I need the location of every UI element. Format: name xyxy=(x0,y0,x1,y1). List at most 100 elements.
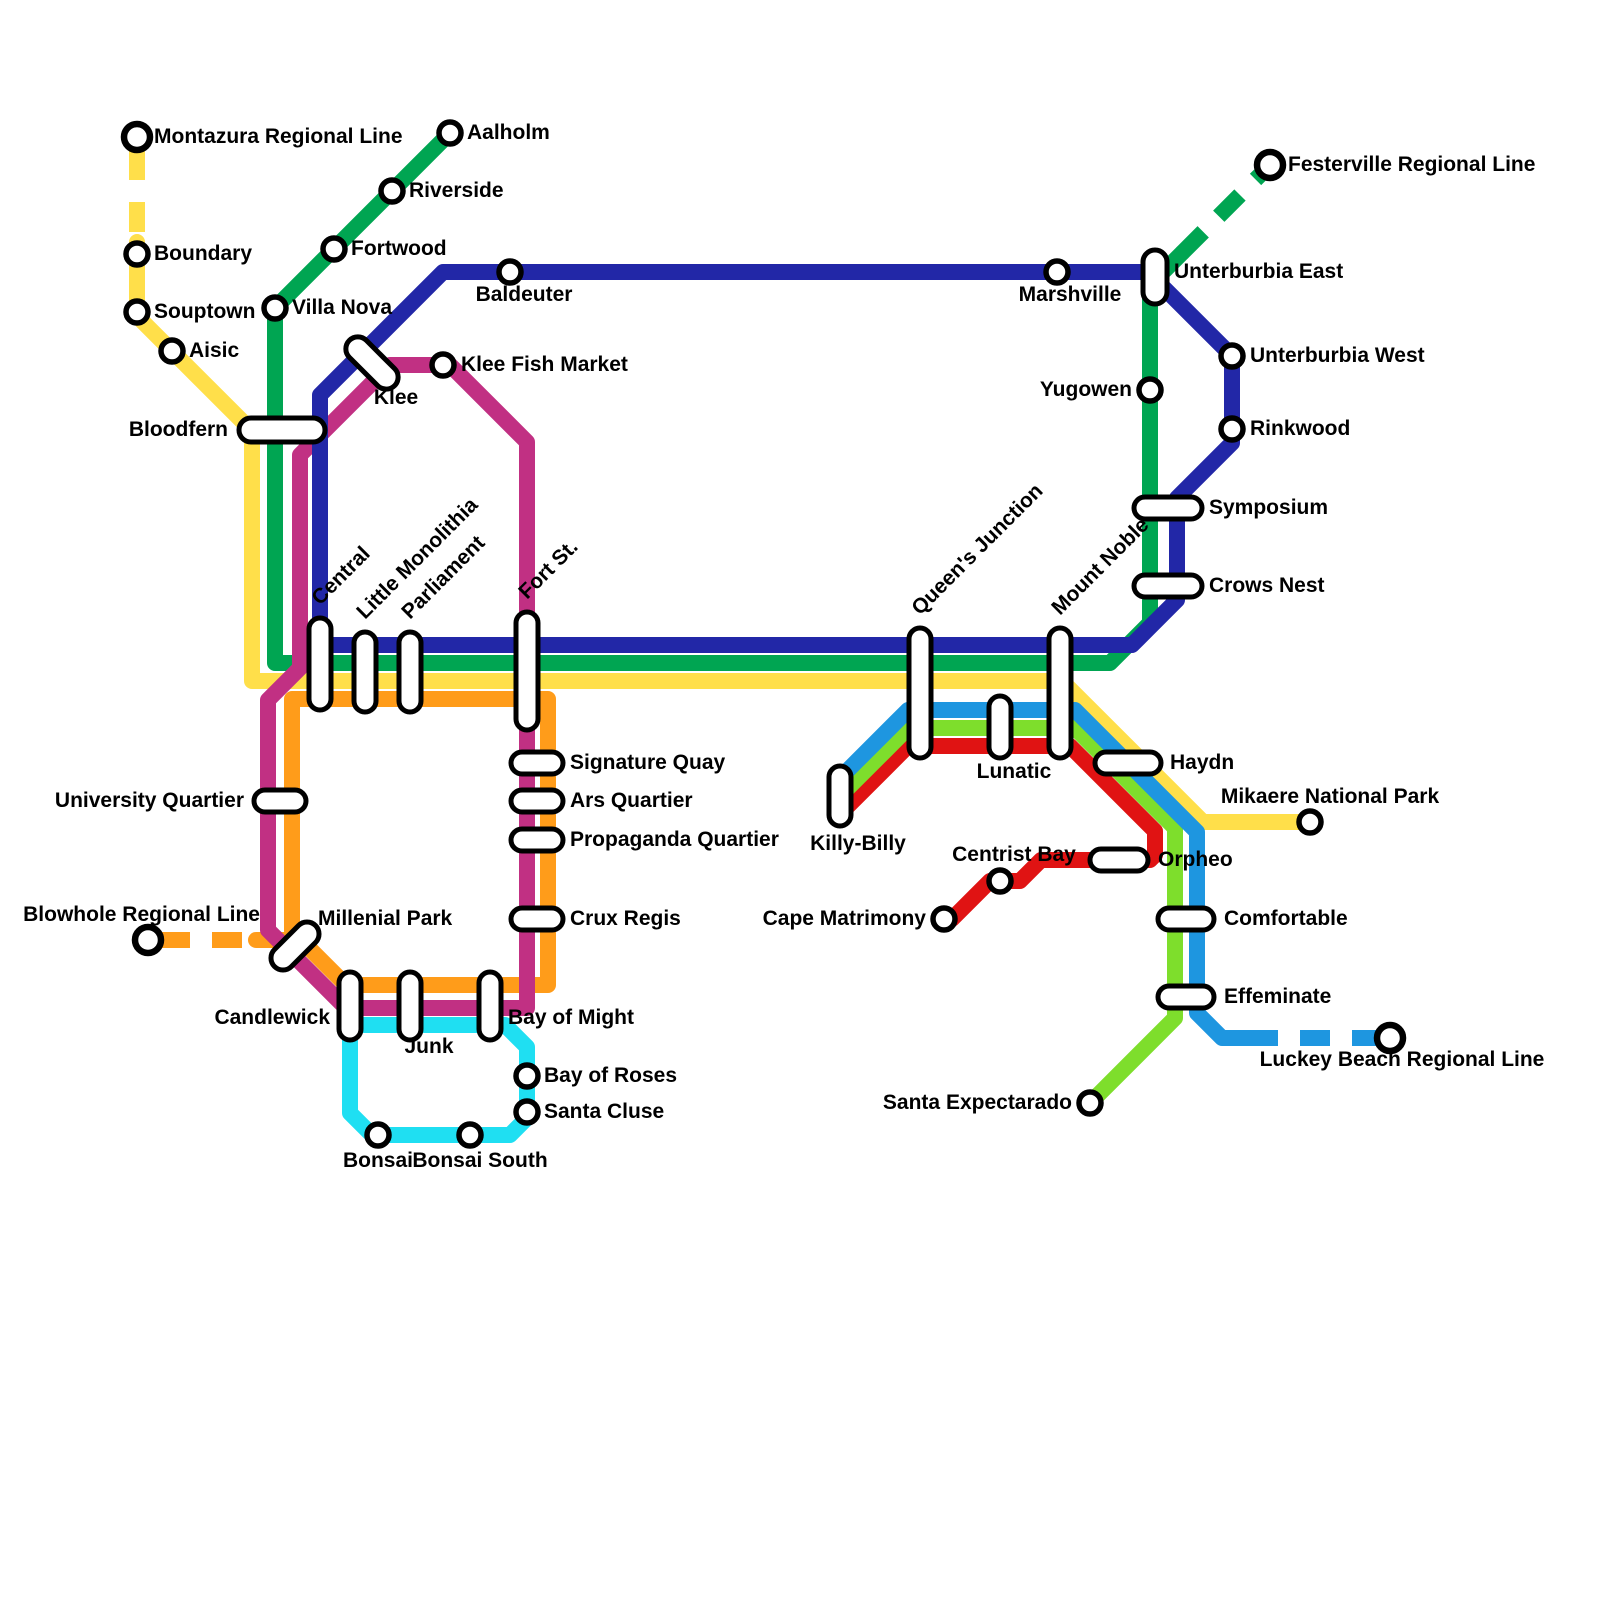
station-comfortable-marker[interactable] xyxy=(1155,905,1217,933)
station-propaganda-quartier-marker[interactable] xyxy=(508,826,566,854)
station-bloodfern-label: Bloodfern xyxy=(129,418,228,441)
station-lunatic-marker[interactable] xyxy=(986,693,1014,761)
station-bay-of-roses-marker[interactable] xyxy=(513,1062,541,1090)
station-bonsai-south-marker[interactable] xyxy=(456,1121,484,1149)
station-luckey-beach-regional-line-marker[interactable] xyxy=(1373,1021,1407,1055)
station-rinkwood-marker[interactable] xyxy=(1218,415,1246,443)
station-santa-expectarado-label: Santa Expectarado xyxy=(883,1091,1072,1114)
line-lightgreen-line xyxy=(832,720,1183,1111)
station-montazura-regional-line-marker[interactable] xyxy=(120,120,154,154)
station-university-quartier-label: University Quartier xyxy=(55,789,244,812)
station-junk-label: Junk xyxy=(404,1035,453,1058)
station-comfortable-label: Comfortable xyxy=(1224,907,1348,930)
station-effeminate-marker[interactable] xyxy=(1155,983,1217,1011)
station-montazura-regional-line-label: Montazura Regional Line xyxy=(154,125,403,148)
station-bloodfern-marker[interactable] xyxy=(236,415,328,445)
station-central-marker[interactable] xyxy=(306,615,334,713)
station-aisic-marker[interactable] xyxy=(158,337,186,365)
station-bonsai-label: Bonsai xyxy=(343,1149,413,1172)
station-ars-quartier-marker[interactable] xyxy=(508,787,566,815)
station-santa-cluse-label: Santa Cluse xyxy=(544,1100,664,1123)
station-orpheo-marker[interactable] xyxy=(1087,846,1151,874)
station-killy-billy-label: Killy-Billy xyxy=(810,832,906,855)
line-magenta-line xyxy=(260,357,535,1016)
station-killy-billy-marker[interactable] xyxy=(826,763,854,829)
station-bonsai-marker[interactable] xyxy=(364,1121,392,1149)
station-junk-marker[interactable] xyxy=(396,969,424,1043)
station-mount-noble-label: Mount Noble xyxy=(1047,513,1153,619)
station-aisic-label: Aisic xyxy=(189,339,240,362)
line-green-line-seg1 xyxy=(1176,169,1266,259)
station-unterburbia-east-label: Unterburbia East xyxy=(1174,260,1343,283)
station-lunatic-label: Lunatic xyxy=(977,760,1052,783)
station-bay-of-might-marker[interactable] xyxy=(476,969,504,1043)
station-santa-expectarado-marker[interactable] xyxy=(1076,1089,1104,1117)
station-unterburbia-west-marker[interactable] xyxy=(1218,342,1246,370)
station-little-monolithia-marker[interactable] xyxy=(351,629,379,715)
station-boundary-marker[interactable] xyxy=(123,240,151,268)
station-riverside-marker[interactable] xyxy=(378,177,406,205)
station-unterburbia-east-marker[interactable] xyxy=(1140,247,1170,307)
station-symposium-marker[interactable] xyxy=(1131,494,1205,522)
station-markers xyxy=(120,119,1407,1149)
station-bonsai-south-label: Bonsai South xyxy=(412,1149,547,1172)
station-klee-marker[interactable] xyxy=(341,332,403,394)
station-klee-fish-market-label: Klee Fish Market xyxy=(461,353,628,376)
station-effeminate-label: Effeminate xyxy=(1224,985,1331,1008)
station-haydn-label: Haydn xyxy=(1170,751,1234,774)
station-candlewick-marker[interactable] xyxy=(336,969,364,1043)
station-cape-matrimony-label: Cape Matrimony xyxy=(763,907,927,930)
station-candlewick-label: Candlewick xyxy=(214,1006,330,1029)
station-yugowen-label: Yugowen xyxy=(1040,378,1132,401)
line-cyan-line xyxy=(342,1017,535,1143)
station-ars-quartier-label: Ars Quartier xyxy=(570,789,693,812)
station-bay-of-might-label: Bay of Might xyxy=(508,1006,634,1029)
station-santa-cluse-marker[interactable] xyxy=(513,1098,541,1126)
station-riverside-label: Riverside xyxy=(409,179,504,202)
station-university-quartier-marker[interactable] xyxy=(251,787,309,815)
station-blowhole-regional-line-label: Blowhole Regional Line xyxy=(23,903,260,926)
station-crows-nest-label: Crows Nest xyxy=(1209,574,1325,597)
station-boundary-label: Boundary xyxy=(154,242,252,265)
station-klee-label: Klee xyxy=(374,386,418,409)
station-mikaere-national-park-marker[interactable] xyxy=(1296,808,1324,836)
station-crux-regis-marker[interactable] xyxy=(508,905,566,933)
station-luckey-beach-regional-line-label: Luckey Beach Regional Line xyxy=(1260,1048,1545,1071)
station-fort-st-marker[interactable] xyxy=(513,609,541,733)
station-parliament-marker[interactable] xyxy=(396,629,424,715)
station-baldeuter-label: Baldeuter xyxy=(476,283,573,306)
line-blue-line xyxy=(312,264,1240,653)
station-centrist-bay-label: Centrist Bay xyxy=(952,843,1076,866)
station-millenial-park-marker[interactable] xyxy=(266,917,324,975)
station-millenial-park-label: Millenial Park xyxy=(318,907,453,930)
station-fortwood-marker[interactable] xyxy=(320,235,348,263)
station-cape-matrimony-marker[interactable] xyxy=(930,905,958,933)
station-yugowen-marker[interactable] xyxy=(1136,376,1164,404)
station-villa-nova-marker[interactable] xyxy=(261,294,289,322)
station-blowhole-regional-line-marker[interactable] xyxy=(131,923,165,957)
station-bay-of-roses-label: Bay of Roses xyxy=(544,1064,677,1087)
station-aalholm-label: Aalholm xyxy=(467,121,550,144)
station-souptown-label: Souptown xyxy=(154,300,255,323)
station-crux-regis-label: Crux Regis xyxy=(570,907,681,930)
station-propaganda-quartier-label: Propaganda Quartier xyxy=(570,828,779,851)
station-crows-nest-marker[interactable] xyxy=(1131,572,1205,600)
station-queens-junction-marker[interactable] xyxy=(906,625,934,761)
station-fortwood-label: Fortwood xyxy=(351,237,447,260)
station-marshville-marker[interactable] xyxy=(1043,258,1071,286)
station-festerville-regional-line-label: Festerville Regional Line xyxy=(1288,153,1535,176)
station-centrist-bay-marker[interactable] xyxy=(986,867,1014,895)
station-signature-quay-label: Signature Quay xyxy=(570,751,726,774)
station-aalholm-marker[interactable] xyxy=(436,119,464,147)
station-baldeuter-marker[interactable] xyxy=(496,258,524,286)
station-marshville-label: Marshville xyxy=(1019,283,1122,306)
station-unterburbia-west-label: Unterburbia West xyxy=(1250,344,1425,367)
station-queens-junction-label: Queen's Junction xyxy=(907,479,1047,619)
station-mount-noble-marker[interactable] xyxy=(1046,625,1074,761)
station-souptown-marker[interactable] xyxy=(123,298,151,326)
station-signature-quay-marker[interactable] xyxy=(508,749,566,777)
station-klee-fish-market-marker[interactable] xyxy=(429,351,457,379)
station-haydn-marker[interactable] xyxy=(1092,749,1164,777)
station-festerville-regional-line-marker[interactable] xyxy=(1253,148,1287,182)
